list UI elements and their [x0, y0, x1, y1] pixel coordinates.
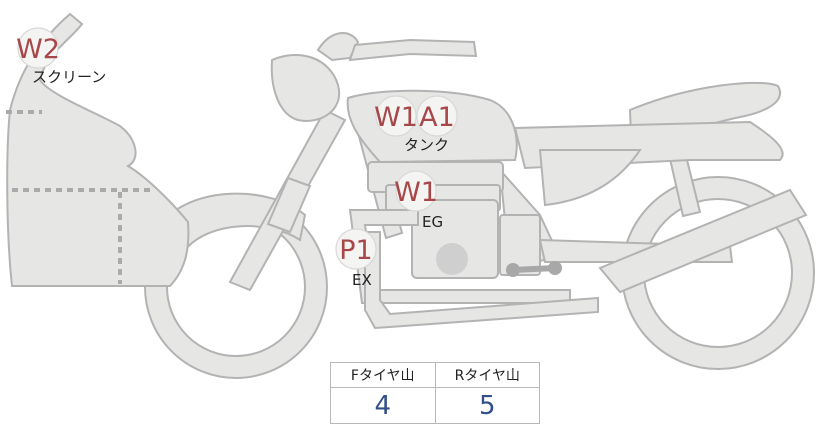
headlight — [270, 54, 341, 122]
front-tire-header: Fタイヤ山 — [350, 368, 415, 384]
marker-engine-code: W1 — [394, 177, 438, 208]
marker-exhaust: P1 EX — [335, 228, 377, 289]
marker-tank-a-code: A1 — [419, 102, 455, 133]
marker-exhaust-code: P1 — [339, 235, 372, 266]
rear-tire-header: Rタイヤ山 — [434, 363, 540, 387]
marker-tank: W1 A1 タンク — [374, 95, 458, 154]
fairing — [6, 12, 190, 287]
front-tire-value: 4 — [374, 391, 392, 421]
tire-tread-value-row: 4 5 — [331, 388, 539, 424]
tire-tread-table: Fタイヤ山 Rタイヤ山 4 5 — [330, 362, 540, 424]
marker-screen-label: スクリーン — [32, 68, 106, 86]
marker-tank-w-badge — [375, 95, 417, 137]
marker-screen: W2 スクリーン — [16, 27, 106, 86]
exhaust-pipe-lower — [364, 231, 599, 330]
marker-screen-code: W2 — [16, 34, 60, 65]
marker-tank-w-code: W1 — [374, 102, 418, 133]
marker-exhaust-label: EX — [352, 271, 372, 289]
rear-tire-value: 5 — [434, 388, 540, 424]
marker-engine: W1 EG — [394, 170, 443, 231]
fork-tube — [266, 176, 312, 234]
side-cover — [538, 149, 642, 207]
marker-tank-a-badge — [416, 95, 458, 137]
marker-screen-badge — [17, 27, 59, 69]
front-fender — [158, 192, 307, 252]
rear-fender — [598, 188, 808, 294]
marker-tank-label: タンク — [404, 136, 449, 154]
marker-engine-badge — [395, 170, 437, 212]
handlebar-grip — [348, 38, 478, 62]
marker-exhaust-badge — [335, 228, 377, 270]
tire-tread-header-row: Fタイヤ山 Rタイヤ山 — [331, 363, 539, 388]
marker-engine-label: EG — [422, 213, 443, 231]
